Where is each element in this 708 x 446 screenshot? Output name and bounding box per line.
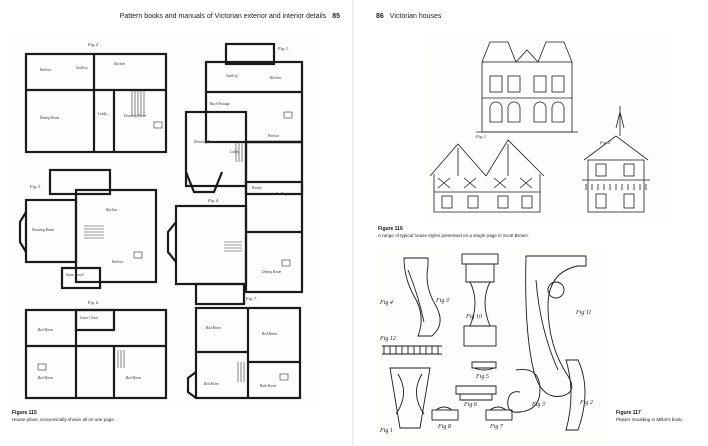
house-elevations-drawing: [429, 41, 650, 213]
room-label: Dining Room: [40, 116, 60, 120]
room-label: Drawing Room: [32, 228, 55, 232]
left-page: Pattern books and manuals of Victorian e…: [12, 13, 340, 422]
left-page-number: 85: [332, 13, 340, 20]
figure-117-caption: Plaster moulding in Millar's book.: [616, 417, 684, 422]
right-page-number: 86: [376, 13, 384, 20]
room-label: Pantry: [252, 186, 262, 190]
room-label: Dining Room: [262, 270, 282, 274]
fig-tag-plan-4: Fig. 4.: [208, 198, 220, 203]
right-header-title: Victorian houses: [389, 13, 442, 20]
left-header-title: Pattern books and manuals of Victorian e…: [119, 13, 327, 20]
fig-tag-moulding-1: Fig 1: [380, 428, 393, 434]
room-label: Drawing Room: [124, 114, 147, 118]
room-label: Parlour: [112, 260, 124, 264]
fig-tag-plan-7: Fig. 7.: [246, 296, 258, 301]
room-label: Scullery: [276, 192, 288, 196]
right-page: 86 Victorian houses: [354, 0, 708, 446]
room-label: Parlour: [40, 68, 52, 72]
plaster-moulding-drawing: [382, 253, 587, 431]
room-label: Scullery: [226, 74, 238, 78]
fig-tag-moulding-12: Fig 12: [380, 336, 396, 342]
room-label: Bed Room: [126, 376, 141, 380]
plaster-moulding-plate: Fig 4 Fig 3 Fig 11 Fig 12 Fig 10 Fig 5 F…: [376, 250, 606, 440]
fig-tag-moulding-11: Fig 11: [576, 310, 592, 316]
room-label: Kitchen: [114, 62, 126, 66]
room-label: Bed Room: [204, 382, 219, 386]
figure-115-label: Figure 115: [12, 410, 37, 416]
fig-tag-moulding-3a: Fig 3: [436, 298, 449, 304]
figure-115-caption: House plans, economically shown all on o…: [12, 417, 116, 422]
room-label: Back Passage: [210, 102, 231, 106]
house-elevations-plate: Fig. 1. Fig. 2.: [424, 36, 672, 220]
fig-tag-moulding-4: Fig 4: [380, 300, 393, 306]
fig-tag-plan-3: Fig. 3.: [30, 184, 42, 189]
fig-tag-moulding-10: Fig 10: [466, 314, 482, 320]
room-label: Bed Room: [262, 332, 277, 336]
room-label: Linen Closet: [80, 316, 99, 320]
fig-tag-moulding-3b: Fig 3: [532, 402, 545, 408]
room-label: Scullery: [76, 66, 88, 70]
room-label: Parlour: [268, 134, 280, 138]
house-plans-plate: Fig. 2. Fig. 1. Fig. 3. Fig. 4. Fig. 6. …: [14, 32, 314, 404]
fig-tag-plan-2: Fig. 2.: [88, 42, 100, 47]
room-label: Lobby: [98, 112, 107, 116]
fig-tag-plan-6: Fig. 6.: [88, 300, 100, 305]
fig-tag-moulding-6: Fig 6: [464, 402, 477, 408]
room-label: Kitchen: [270, 76, 282, 80]
room-label: Bath Room: [260, 384, 277, 388]
figure-116-caption: A range of typical house styles presente…: [378, 233, 529, 238]
room-label: Stone Porch: [66, 273, 84, 277]
room-label: Drawing Room: [194, 140, 217, 144]
room-label: Kitchen: [106, 208, 118, 212]
figure-117-label: Figure 117: [616, 410, 641, 416]
fig-tag-moulding-7: Fig 7: [490, 424, 503, 430]
figure-116-label: Figure 116: [378, 226, 403, 232]
fig-tag-elevation-1: Fig. 1.: [476, 134, 488, 139]
fig-tag-plan-1: Fig. 1.: [278, 46, 290, 51]
room-label: Bed Room: [206, 326, 221, 330]
fig-tag-moulding-5: Fig 5: [476, 374, 489, 380]
fig-tag-elevation-2: Fig. 2.: [600, 140, 612, 145]
floor-plans-drawing: [18, 42, 304, 400]
room-label: Lobby: [230, 150, 239, 154]
fig-tag-moulding-8: Fig 8: [438, 424, 451, 430]
right-running-header: 86 Victorian houses: [376, 13, 441, 20]
room-label: Bed Room: [38, 328, 53, 332]
fig-tag-moulding-2: Fig 2: [580, 400, 593, 406]
room-label: Bed Room: [38, 376, 53, 380]
left-running-header: Pattern books and manuals of Victorian e…: [120, 13, 340, 20]
